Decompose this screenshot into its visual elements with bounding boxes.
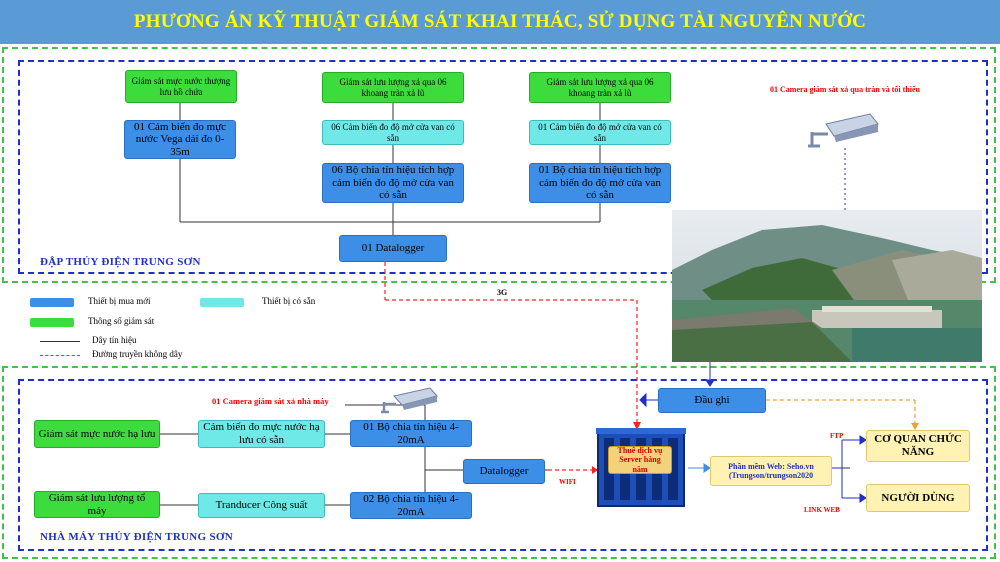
plant-power-transducer: Tranducer Công suất <box>198 493 325 518</box>
dam-photo <box>672 210 982 362</box>
title-bar: PHƯƠNG ÁN KỸ THUẬT GIÁM SÁT KHAI THÁC, S… <box>0 0 1000 44</box>
plant-splitter-2: 02 Bộ chia tín hiệu 4-20mA <box>350 492 472 519</box>
plant-datalogger: Datalogger <box>463 459 545 484</box>
link-web-label: LINK WEB <box>804 506 840 514</box>
dam-camera-label: 01 Camera giám sát xả qua tràn và tối th… <box>770 85 920 94</box>
legend-swatch-param <box>30 318 74 327</box>
legend-swatch-wireless <box>40 355 80 356</box>
dam-signal-splitter-1: 06 Bộ chia tín hiệu tích hợp cảm biến đo… <box>322 163 464 203</box>
legend-label-param: Thông số giám sát <box>88 316 155 326</box>
wifi-label: WIFI <box>559 478 576 486</box>
ftp-label: FTP <box>830 432 844 440</box>
legend-swatch-wire <box>40 341 80 342</box>
web-software: Phần mềm Web: Seho.vn (Trungson/trungson… <box>710 456 832 486</box>
dam-outer-frame <box>2 47 996 283</box>
dam-param-spillway-flow-2: Giám sát lưu lượng xả qua 06 khoang tràn… <box>529 72 671 103</box>
dam-inner-frame <box>18 60 988 274</box>
link-3g-label: 3G <box>497 288 508 297</box>
plant-param-unit-flow: Giám sát lưu lượng tổ máy <box>34 491 160 518</box>
camera-icon <box>806 110 882 150</box>
agency-box: CƠ QUAN CHỨC NĂNG <box>866 430 970 462</box>
plant-downstream-sensor: Cảm biến đo mực nước hạ lưu có sẵn <box>198 420 325 448</box>
dam-gate-sensor-2: 01 Cảm biến đo độ mở cửa van có sẵn <box>529 120 671 145</box>
dam-section-label: ĐẬP THỦY ĐIỆN TRUNG SƠN <box>40 256 201 268</box>
users-box: NGƯỜI DÙNG <box>866 484 970 512</box>
server-rental-label: Thuê dịch vụ Server hàng năm <box>608 446 672 474</box>
plant-splitter-1: 01 Bộ chia tín hiệu 4-20mA <box>350 420 472 447</box>
legend-label-existing: Thiết bị có sẵn <box>262 296 316 306</box>
dam-param-spillway-flow-1: Giám sát lưu lượng xả qua 06 khoang tràn… <box>322 72 464 103</box>
dam-signal-splitter-2: 01 Bộ chia tín hiệu tích hợp cảm biến đo… <box>529 163 671 203</box>
plant-camera-icon <box>380 386 440 416</box>
dam-level-sensor: 01 Cảm biến đo mực nước Vega dải đo 0-35… <box>124 120 236 159</box>
dam-param-upstream-level: Giám sát mực nước thượng lưu hồ chứa <box>125 70 237 103</box>
dam-datalogger: 01 Datalogger <box>339 235 447 262</box>
plant-inner-frame <box>18 379 988 551</box>
plant-section-label: NHÀ MÁY THỦY ĐIỆN TRUNG SƠN <box>40 531 233 543</box>
legend-label-new: Thiết bị mua mới <box>88 296 151 306</box>
dam-gate-sensor-1: 06 Cảm biến đo độ mở cửa van có sẵn <box>322 120 464 145</box>
plant-param-downstream-level: Giám sát mực nước hạ lưu <box>34 420 160 448</box>
page-title: PHƯƠNG ÁN KỸ THUẬT GIÁM SÁT KHAI THÁC, S… <box>133 11 867 32</box>
plant-outer-frame <box>2 366 996 559</box>
legend-label-wire: Dây tín hiệu <box>92 335 137 345</box>
legend-swatch-existing <box>200 298 244 307</box>
plant-camera-label: 01 Camera giám sát xả nhà máy <box>212 396 329 406</box>
legend-label-wireless: Đường truyền không dây <box>92 349 183 359</box>
recorder-box: Đầu ghi <box>658 388 766 413</box>
legend-swatch-new <box>30 298 74 307</box>
